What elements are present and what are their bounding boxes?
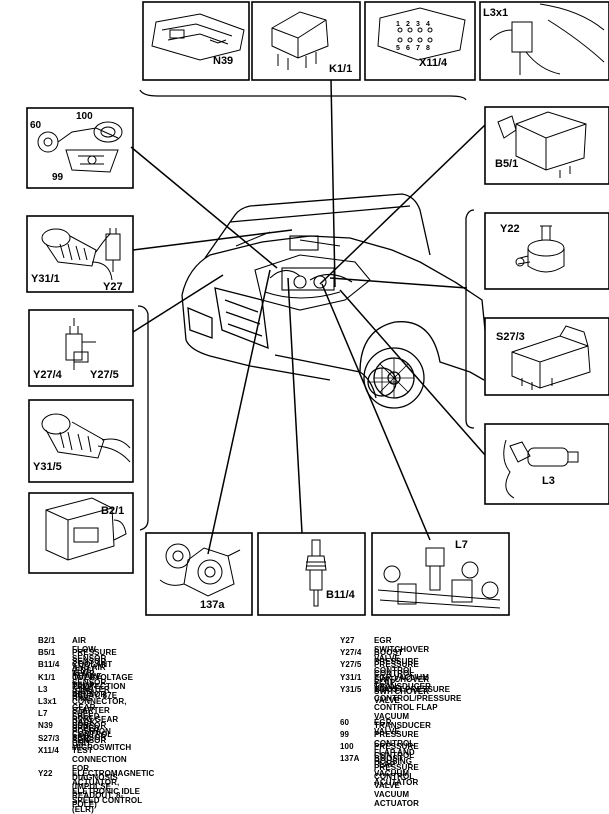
legend-code: X11/4 (38, 745, 59, 755)
x11-4-pin-7: 7 (416, 45, 420, 52)
legend-code: Y27/5 (340, 660, 362, 670)
legend-code: 137A (340, 754, 360, 764)
legend-code: 99 (340, 729, 350, 739)
legend-description: AIR FLOW SENSOR AND AIR INTAKE TEMP. SEN… (72, 636, 107, 699)
legend-description: STARTER RING GEAR SPEED SENSOR (72, 684, 110, 730)
legend-description: PRESSURE CONTROL FLAP AND HOUSING (374, 729, 419, 766)
legend-description: OVERVOLTAGE PROTECTION RELAY, 87E (72, 672, 134, 700)
label-137a: 137a (200, 599, 225, 611)
legend-description: FUEL RACK POSITION SENSOR (72, 709, 112, 746)
legend-description: BOOST PRESSURE CONTROL VALVE VACUUM ACTU… (374, 754, 419, 809)
label-y31-5: Y31/5 (33, 461, 62, 473)
legend-code: L3 (38, 684, 48, 694)
label-100: 100 (76, 111, 93, 122)
legend-description: ELECTROMAGNETIC ACTUATOR, ELETRONIC IDLE… (72, 768, 155, 814)
legend-code: L3x1 (38, 696, 57, 706)
label-b5-1: B5/1 (495, 158, 518, 170)
legend-code: L7 (38, 709, 48, 719)
x11-4-pin-1: 1 (396, 21, 400, 28)
legend-code: S27/3 (38, 733, 60, 743)
legend-description: PRESSURE CONTROL FLAP SWITCHOVER VALVE (374, 660, 430, 706)
legend-description: EGR SWITCHOVER VALVE (374, 636, 430, 663)
legend-code: Y27/4 (340, 648, 362, 658)
label-k1-1: K1/1 (329, 63, 352, 75)
legend-code: Y27 (340, 636, 355, 645)
legend-description: EGR VALVE (374, 717, 400, 736)
legend-description: BOOST PRESSURE CONTROL/PRESSURE CONTROL … (374, 684, 462, 730)
legend-code: Y22 (38, 768, 53, 778)
label-s27-3: S27/3 (496, 331, 525, 343)
legend-description: CONNECTOR, STARTER RING GEAR SPEED SENSO… (72, 696, 127, 742)
legend-code: K1/1 (38, 672, 56, 682)
label-l3: L3 (542, 475, 555, 487)
label-y31-1: Y31/1 (31, 273, 60, 285)
label-l7: L7 (455, 539, 468, 551)
label-x11-4: X11/4 (419, 57, 448, 69)
legend-description: EGR MICROSWITCH (72, 733, 132, 752)
x11-4-pin-5: 5 (396, 45, 400, 52)
legend-code: Y31/5 (340, 684, 362, 694)
x11-4-pin-3: 3 (416, 21, 420, 28)
x11-4-pin-2: 2 (406, 21, 410, 28)
label-y27-4: Y27/4 (33, 369, 63, 381)
label-y22: Y22 (500, 223, 520, 235)
label-b11-4: B11/4 (326, 589, 356, 601)
label-n39: N39 (213, 55, 233, 67)
label-y27: Y27 (103, 281, 123, 293)
component-legend: B2/1 AIR FLOW SENSOR AND AIR INTAKE TEMP.… (0, 636, 609, 814)
label-60: 60 (30, 120, 42, 131)
x11-4-pin-8: 8 (426, 45, 430, 52)
label-99: 99 (52, 172, 64, 183)
legend-description: EGR VACUUM TRANSDUCER (374, 672, 431, 691)
legend-code: 100 (340, 742, 354, 752)
legend-description: COOLANT TEMP. SENSOR (EDS) (72, 660, 113, 697)
legend-code: N39 (38, 721, 53, 731)
legend-description: PRESSURE CONTROL FLAP VACUUM ACUTATOR (374, 742, 419, 788)
legend-code: B5/1 (38, 648, 56, 658)
legend-code: B2/1 (38, 636, 56, 645)
legend-code: Y31/1 (340, 672, 362, 682)
x11-4-pin-6: 6 (406, 45, 410, 52)
legend-description: EDS CONTROL UNIT (72, 721, 113, 749)
legend-description: BOOST PRESSURE CONTROL SWITCHOVER VALVE (374, 648, 430, 694)
legend-code: B11/4 (38, 660, 60, 670)
x11-4-pin-4: 4 (426, 21, 430, 28)
label-b2-1: B2/1 (101, 505, 124, 517)
label-y27-5: Y27/5 (90, 369, 119, 381)
legend-description: PRESSURE SENSOR (EDS) (72, 648, 117, 676)
legend-code: 60 (340, 717, 350, 727)
component-locator-diagram: 1 2 3 4 5 6 7 8 (26, 1, 609, 616)
label-l3x1: L3x1 (483, 7, 508, 19)
